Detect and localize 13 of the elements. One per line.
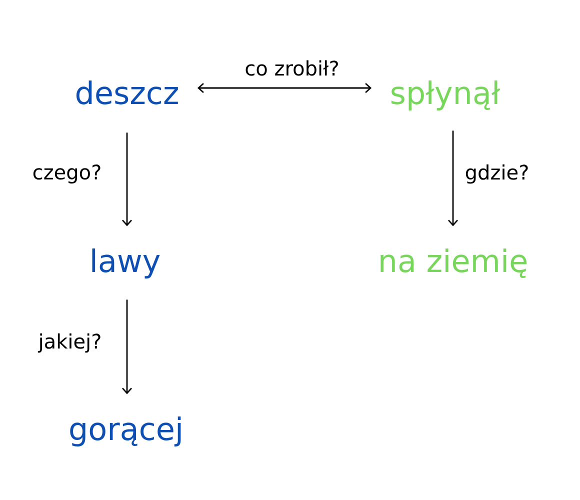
arrow	[122, 300, 132, 394]
word: na ziemię	[380, 248, 527, 278]
edge-label: co zrobił?	[246, 60, 338, 76]
word: gorącej	[70, 416, 181, 446]
word: deszcz	[76, 80, 178, 104]
word: spłynął	[391, 80, 500, 110]
word: lawy	[92, 248, 160, 278]
arrow	[122, 132, 132, 226]
edge-label: jakiej?	[38, 333, 100, 353]
edge-label: czego?	[33, 164, 100, 184]
double-arrow	[197, 82, 372, 94]
arrow	[448, 130, 458, 226]
edge-label: gdzie?	[466, 164, 528, 184]
